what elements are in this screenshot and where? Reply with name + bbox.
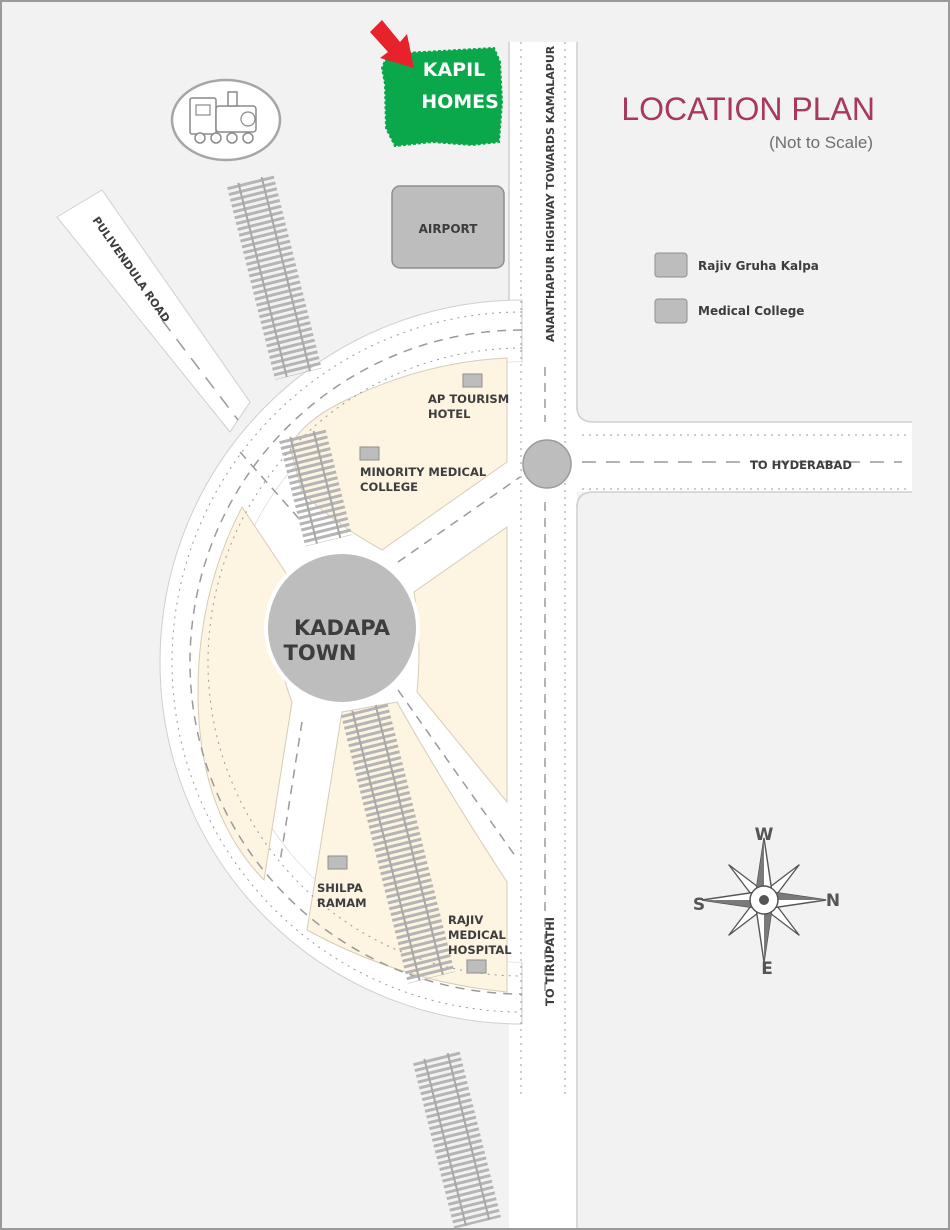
kadapa-town-line1: KADAPA xyxy=(294,616,391,640)
airport-building: AIRPORT xyxy=(391,185,505,269)
legend: Rajiv Gruha Kalpa Medical College xyxy=(654,252,819,324)
pulivendula-road xyxy=(56,189,251,433)
kadapa-town-circle: KADAPA TOWN xyxy=(264,550,420,706)
svg-text:RAJIV: RAJIV xyxy=(448,913,483,927)
grey-square-icon xyxy=(654,298,688,324)
svg-text:Rajiv Gruha Kalpa: Rajiv Gruha Kalpa xyxy=(698,259,819,273)
compass-right-label: N xyxy=(826,891,840,911)
legend-item-medical-college: Medical College xyxy=(654,298,804,324)
svg-text:SHILPA: SHILPA xyxy=(317,881,363,895)
hyderabad-road xyxy=(577,422,912,492)
map-title: LOCATION PLAN xyxy=(621,91,875,127)
svg-text:COLLEGE: COLLEGE xyxy=(360,480,418,494)
svg-text:HOSPITAL: HOSPITAL xyxy=(448,943,512,957)
kapil-homes-marker[interactable]: KAPIL HOMES xyxy=(380,46,504,148)
pointer-arrow-icon xyxy=(370,20,414,68)
hyderabad-roundabout xyxy=(522,439,572,489)
kapil-homes-line1: KAPIL xyxy=(423,59,486,81)
landmark-ap-tourism: AP TOURISM HOTEL xyxy=(428,373,509,421)
legend-item-rajiv-gruha-kalpa: Rajiv Gruha Kalpa xyxy=(654,252,819,278)
landmark-rajiv-hospital: RAJIV MEDICAL HOSPITAL xyxy=(448,913,512,974)
svg-text:MINORITY MEDICAL: MINORITY MEDICAL xyxy=(360,465,487,479)
highway-label: ANANTHAPUR HIGHWAY TOWARDS KAMALAPUR xyxy=(544,45,557,342)
compass-rose-icon xyxy=(701,837,827,963)
train-icon xyxy=(170,78,282,162)
svg-text:RAMAM: RAMAM xyxy=(317,896,367,910)
landmark-minority-college: MINORITY MEDICAL COLLEGE xyxy=(359,446,487,494)
compass-top-label: W xyxy=(755,825,774,845)
kapil-homes-line2: HOMES xyxy=(421,91,499,113)
svg-text:Medical College: Medical College xyxy=(698,304,804,318)
grey-square-icon xyxy=(654,252,688,278)
compass-left-label: S xyxy=(693,895,705,915)
compass-bottom-label: E xyxy=(761,959,773,979)
railway-track xyxy=(226,174,501,1228)
airport-label: AIRPORT xyxy=(419,222,479,236)
landmark-shilpa-ramam: SHILPA RAMAM xyxy=(317,855,367,910)
tirupathi-label: TO TIRUPATHI xyxy=(543,917,557,1006)
svg-text:HOTEL: HOTEL xyxy=(428,407,471,421)
hyderabad-label: TO HYDERABAD xyxy=(750,458,852,472)
zone-east xyxy=(413,526,508,804)
svg-text:AP TOURISM: AP TOURISM xyxy=(428,392,509,406)
road-dotted-edges xyxy=(171,42,908,1097)
svg-text:MEDICAL: MEDICAL xyxy=(448,928,506,942)
lane-markings xyxy=(161,319,902,995)
map-subtitle: (Not to Scale) xyxy=(769,133,873,152)
kadapa-town-line2: TOWN xyxy=(284,641,357,665)
